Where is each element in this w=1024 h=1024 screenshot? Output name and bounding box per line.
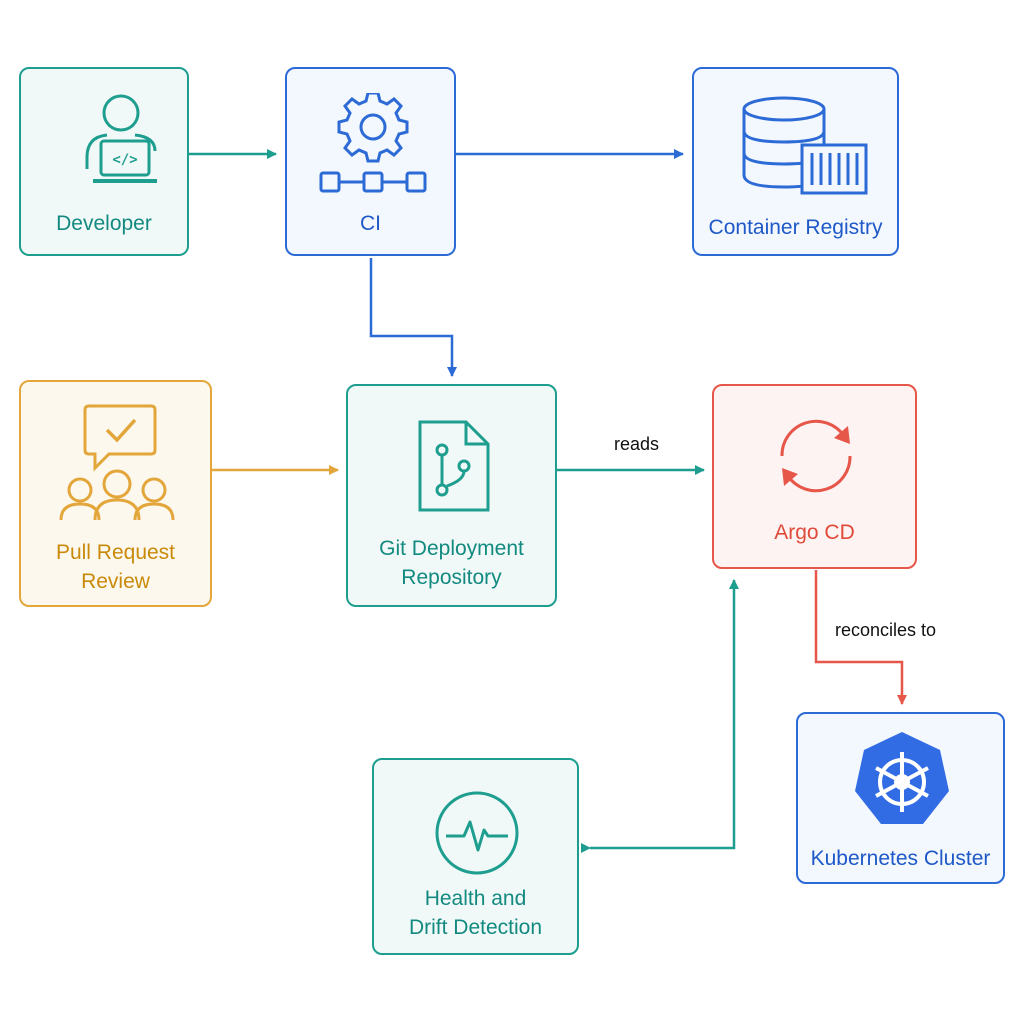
edge-label-reconciles-to: reconciles to — [835, 620, 937, 640]
edge-health-argo-link — [581, 579, 739, 853]
edge-label-reads: reads — [614, 434, 660, 454]
ci-label: CI — [360, 212, 381, 235]
sync-icon — [780, 419, 852, 493]
node-kubernetes-cluster[interactable]: Kubernetes Cluster — [796, 712, 1005, 884]
pulse-icon — [435, 791, 519, 875]
node-developer[interactable]: </> Developer — [19, 67, 189, 256]
node-ci[interactable]: CI — [285, 67, 456, 256]
container-registry-label: Container Registry — [708, 216, 883, 239]
kubernetes-helm-icon — [855, 732, 949, 824]
database-container-icon — [742, 96, 868, 195]
argo-cd-label: Argo CD — [774, 521, 855, 544]
health-drift-detection-label: Health and Drift Detection — [408, 887, 543, 939]
svg-text:</>: </> — [112, 152, 137, 168]
git-deployment-repository-label: Git Deployment Repository — [379, 537, 524, 589]
gear-pipeline-icon — [319, 93, 427, 193]
node-health-drift-detection[interactable]: Health and Drift Detection — [372, 758, 579, 955]
edge-argo-to-kubernetes — [814, 570, 907, 705]
node-git-deployment-repository[interactable]: Git Deployment Repository — [346, 384, 557, 607]
node-pull-request-review[interactable]: Pull Request Review — [19, 380, 212, 607]
developer-laptop-icon: </> — [85, 94, 157, 183]
kubernetes-cluster-label: Kubernetes Cluster — [810, 847, 991, 870]
git-file-icon — [418, 420, 490, 512]
review-team-icon — [59, 404, 175, 521]
node-container-registry[interactable]: Container Registry — [692, 67, 899, 256]
node-argo-cd[interactable]: Argo CD — [712, 384, 917, 569]
edge-ci-to-git-repo — [369, 258, 457, 377]
developer-label: Developer — [56, 212, 152, 235]
pull-request-review-label: Pull Request Review — [55, 541, 176, 593]
